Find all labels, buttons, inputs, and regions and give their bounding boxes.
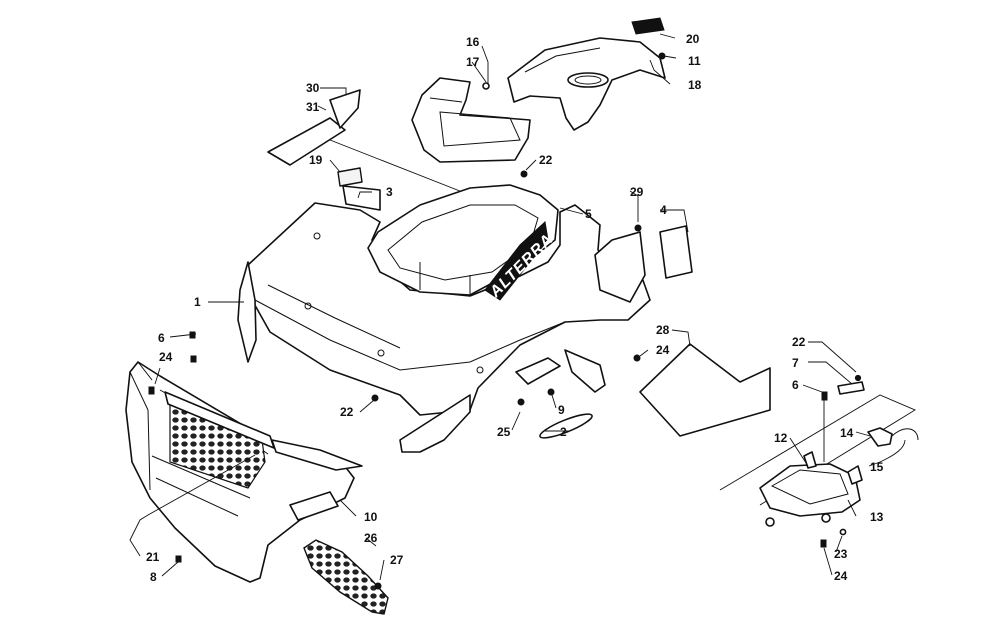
callout-22b: 22 bbox=[539, 153, 553, 167]
decal-4 bbox=[659, 225, 693, 279]
callout-16: 16 bbox=[466, 35, 480, 49]
callout-23: 23 bbox=[834, 547, 848, 561]
callout-24a: 24 bbox=[159, 350, 173, 364]
decal-20 bbox=[631, 17, 665, 35]
callout-14: 14 bbox=[840, 426, 854, 440]
callout-1: 1 bbox=[194, 295, 201, 309]
decal-3 bbox=[342, 185, 381, 211]
callout-12: 12 bbox=[774, 431, 788, 445]
front-fender-body: ALTERRA bbox=[237, 170, 651, 453]
callout-29: 29 bbox=[630, 185, 644, 199]
callout-4: 4 bbox=[660, 203, 667, 217]
reflector-2 bbox=[539, 413, 593, 439]
callout-3: 3 bbox=[386, 185, 393, 199]
alterra-decal-panel bbox=[484, 221, 549, 301]
callout-7: 7 bbox=[792, 356, 799, 370]
decal-strip-31 bbox=[267, 117, 346, 166]
callout-27: 27 bbox=[390, 553, 404, 567]
callout-labels: 1 2 3 4 5 6 6 7 8 9 10 11 12 13 14 15 16… bbox=[146, 32, 884, 584]
callout-2: 2 bbox=[560, 425, 567, 439]
callout-17: 17 bbox=[466, 55, 480, 69]
callout-5: 5 bbox=[585, 207, 592, 221]
callout-6a: 6 bbox=[158, 331, 165, 345]
callout-24b: 24 bbox=[656, 343, 670, 357]
callout-25: 25 bbox=[497, 425, 511, 439]
callout-28: 28 bbox=[656, 323, 670, 337]
callout-15: 15 bbox=[870, 460, 884, 474]
callout-22a: 22 bbox=[340, 405, 354, 419]
front-bumper-grille bbox=[125, 331, 363, 583]
callout-13: 13 bbox=[870, 510, 884, 524]
front-storage-cover bbox=[411, 77, 531, 163]
callout-20: 20 bbox=[686, 32, 700, 46]
rivet-17 bbox=[482, 82, 490, 90]
callout-19: 19 bbox=[309, 153, 323, 167]
callout-11: 11 bbox=[688, 54, 701, 68]
leader-lines bbox=[129, 33, 906, 581]
callout-10: 10 bbox=[364, 510, 378, 524]
callout-6b: 6 bbox=[792, 378, 799, 392]
callout-18: 18 bbox=[688, 78, 702, 92]
callout-30: 30 bbox=[306, 81, 320, 95]
callout-31: 31 bbox=[306, 100, 320, 114]
bulb-14 bbox=[867, 427, 893, 447]
callout-26: 26 bbox=[364, 531, 378, 545]
decal-30 bbox=[329, 89, 361, 129]
headlight-assembly bbox=[719, 374, 919, 548]
callout-22c: 22 bbox=[792, 335, 806, 349]
callout-21: 21 bbox=[146, 550, 160, 564]
decal-28 bbox=[639, 343, 771, 437]
callout-24c: 24 bbox=[834, 569, 848, 583]
callout-9: 9 bbox=[558, 403, 565, 417]
upper-console bbox=[482, 17, 666, 131]
callout-8: 8 bbox=[150, 570, 157, 584]
bulb-wire bbox=[891, 428, 919, 441]
lower-grille-insert bbox=[303, 539, 389, 615]
badge-19 bbox=[337, 167, 363, 187]
